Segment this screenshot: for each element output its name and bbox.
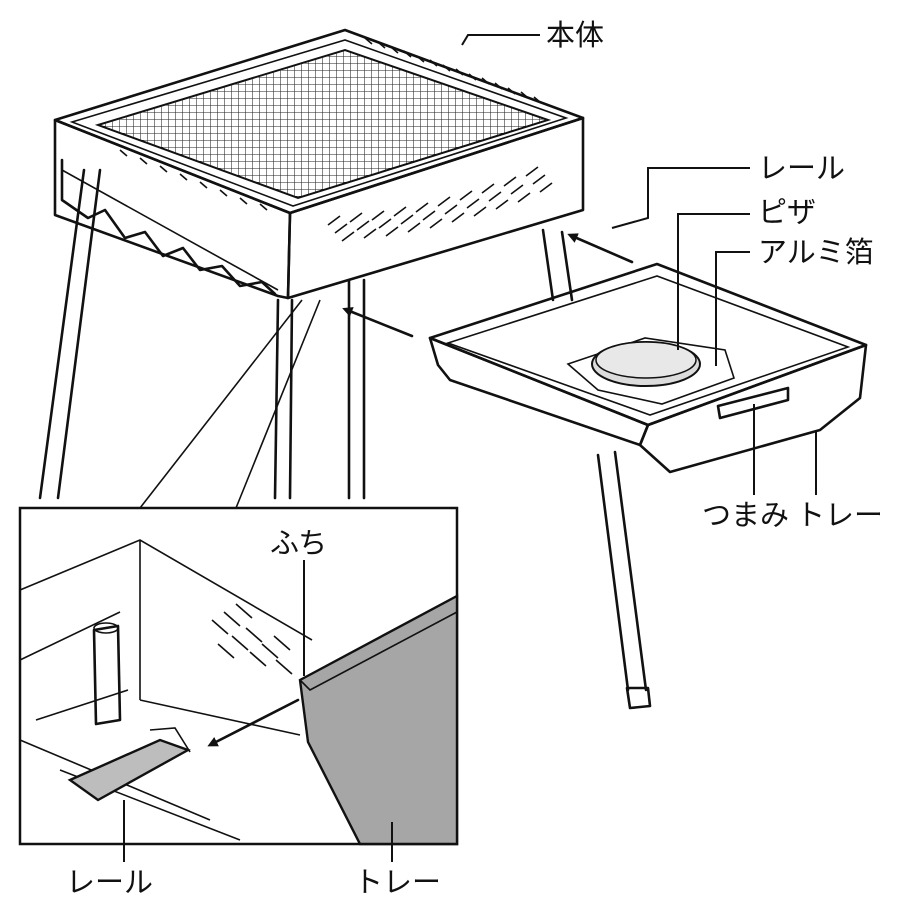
grill-leg-front-right [273, 298, 294, 500]
grill-body [38, 28, 652, 710]
label-foil: アルミ箔 [758, 235, 874, 269]
label-rim: ふち [270, 526, 327, 560]
grill-leg-right-long [596, 450, 648, 692]
leader-lines [123, 34, 817, 862]
label-rail-top: レール [758, 151, 845, 185]
tray [428, 262, 868, 474]
label-tray-bottom: トレー [354, 865, 441, 899]
grill-leg-back-right [541, 228, 574, 302]
label-tray-top: トレー [796, 498, 883, 532]
label-body: 本体 [546, 18, 604, 52]
label-rail-bottom: レール [66, 865, 153, 899]
grill-leg-front-left [38, 168, 102, 500]
detail-tray [298, 593, 459, 846]
label-knob: つまみ [702, 498, 789, 532]
insert-arrow-upper [567, 233, 634, 264]
insert-arrow-lower [342, 307, 414, 338]
front-panel-vents [327, 166, 553, 242]
grill-mesh [94, 48, 552, 200]
detail-arrow [207, 698, 300, 747]
detail-inset [18, 506, 459, 846]
aluminum-foil [566, 337, 735, 405]
grill-side-panel [53, 118, 292, 300]
tray-knob [716, 386, 790, 420]
label-pizza: ピザ [758, 195, 816, 229]
tray-left-face [428, 336, 650, 447]
